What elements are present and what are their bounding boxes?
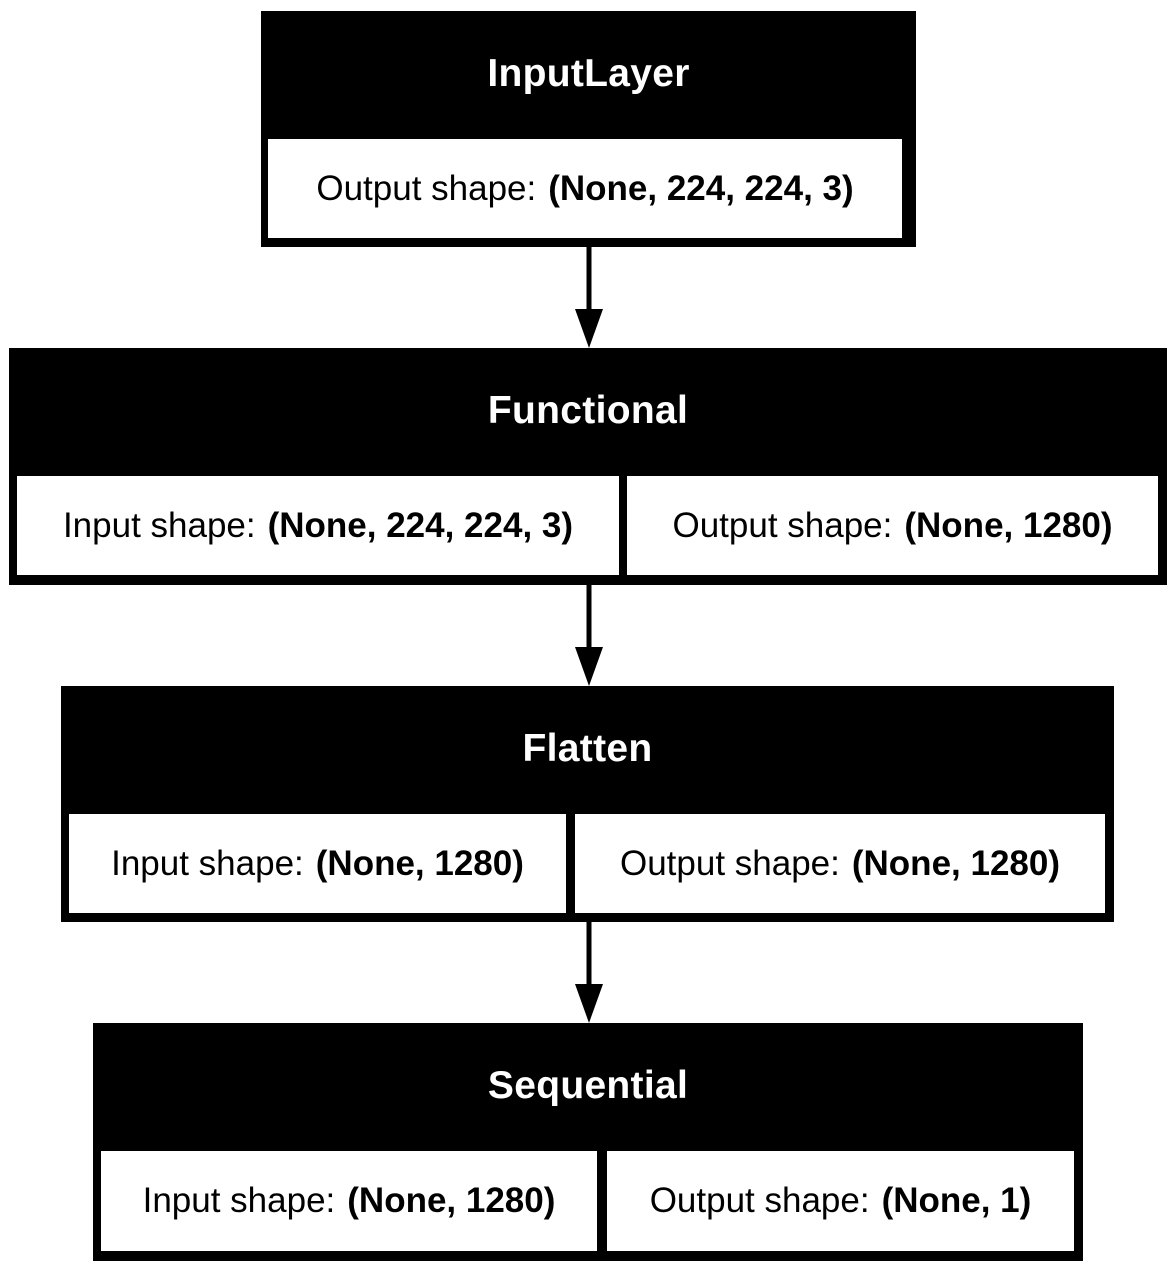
node-title: Functional — [487, 389, 689, 432]
field-label: Output shape: — [316, 168, 537, 208]
node-inputlayer: InputLayer Output shape: (None, 224, 224… — [261, 11, 916, 247]
field-value: (None, 1) — [881, 1181, 1032, 1220]
field-label: Output shape: — [649, 1181, 870, 1220]
field-value: (None, 1280) — [315, 843, 524, 883]
field-value: (None, 1280) — [851, 843, 1060, 883]
output-shape-cell: Output shape: (None, 224, 224, 3) — [268, 139, 902, 238]
field-label: Input shape: — [142, 1181, 336, 1220]
field-label: Output shape: — [672, 505, 893, 545]
node-sequential: Sequential Input shape: (None, 1280) Out… — [93, 1023, 1083, 1261]
arrow-functional-to-flatten — [575, 584, 603, 686]
field-value: (None, 1280) — [904, 505, 1113, 545]
field-label: Input shape: — [62, 505, 256, 545]
input-shape-cell: Input shape: (None, 1280) — [69, 814, 566, 913]
node-title: InputLayer — [487, 52, 690, 95]
output-shape-cell: Output shape: (None, 1280) — [575, 814, 1105, 913]
field-label: Input shape: — [111, 843, 304, 883]
field-value: (None, 1280) — [347, 1181, 556, 1220]
input-shape-cell: Input shape: (None, 224, 224, 3) — [17, 476, 619, 575]
field-value: (None, 224, 224, 3) — [548, 168, 854, 208]
node-title: Flatten — [522, 727, 653, 770]
node-title: Sequential — [487, 1064, 689, 1107]
arrow-flatten-to-sequential — [575, 921, 603, 1023]
input-shape-cell: Input shape: (None, 1280) — [101, 1151, 597, 1251]
output-shape-cell: Output shape: (None, 1280) — [627, 476, 1158, 575]
arrow-inputlayer-to-functional — [575, 246, 603, 348]
output-shape-cell: Output shape: (None, 1) — [607, 1151, 1074, 1251]
node-functional: Functional Input shape: (None, 224, 224,… — [9, 348, 1167, 585]
field-label: Output shape: — [619, 843, 840, 883]
field-value: (None, 224, 224, 3) — [267, 505, 574, 545]
node-flatten: Flatten Input shape: (None, 1280) Output… — [61, 686, 1114, 922]
